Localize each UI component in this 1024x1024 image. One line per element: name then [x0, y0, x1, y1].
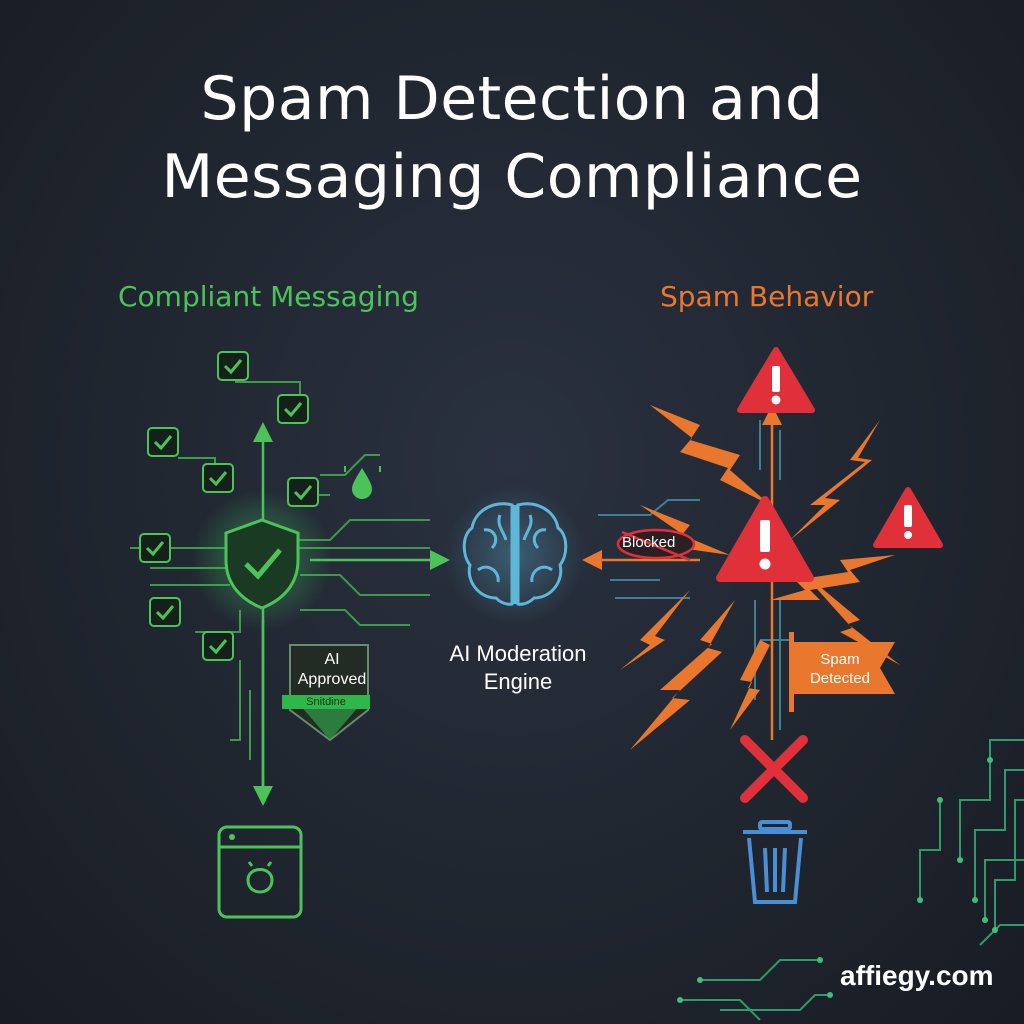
spam-flag-line-2: Detected: [809, 670, 871, 687]
spam-flag-line-1: Spam: [820, 651, 860, 668]
ai-approved-badge-icon: [289, 644, 369, 742]
badge-approved-label: Approved: [297, 671, 367, 688]
engine-line-2: Engine: [483, 669, 553, 694]
brand-watermark: affiegy.com: [840, 960, 994, 991]
warning-icon: [716, 496, 814, 582]
badge-strip-label: Snitdine: [282, 695, 370, 709]
compliant-messaging-heading: Compliant Messaging: [118, 280, 419, 313]
spam-behavior-heading: Spam Behavior: [660, 280, 874, 313]
spam-detected-flag: [789, 632, 895, 712]
warning-icon: [873, 487, 943, 548]
brain-icon: [462, 502, 568, 606]
blocked-stamp: [616, 528, 696, 562]
title-line-2: Messaging Compliance: [161, 142, 863, 212]
blocked-label: Blocked: [622, 534, 676, 551]
reject-x-icon: [740, 735, 808, 803]
shield-icon: [224, 518, 300, 610]
trash-icon: [743, 820, 807, 904]
spam-detected-label: Spam Detected: [795, 650, 885, 688]
badge-ai-label: AI: [324, 651, 340, 668]
lightning-burst: [620, 405, 900, 750]
ai-moderation-engine-label: AI Moderation Engine: [428, 640, 608, 696]
warning-icon: [737, 347, 815, 413]
circuit-decoration: [680, 739, 1024, 1021]
browser-window-icon: [217, 825, 303, 919]
check-icon: [139, 351, 319, 661]
engine-line-1: AI Moderation: [449, 641, 587, 666]
circuit-nodes: [677, 757, 998, 1003]
title-line-1: Spam Detection and: [200, 64, 824, 134]
drop-icon: [344, 466, 381, 499]
